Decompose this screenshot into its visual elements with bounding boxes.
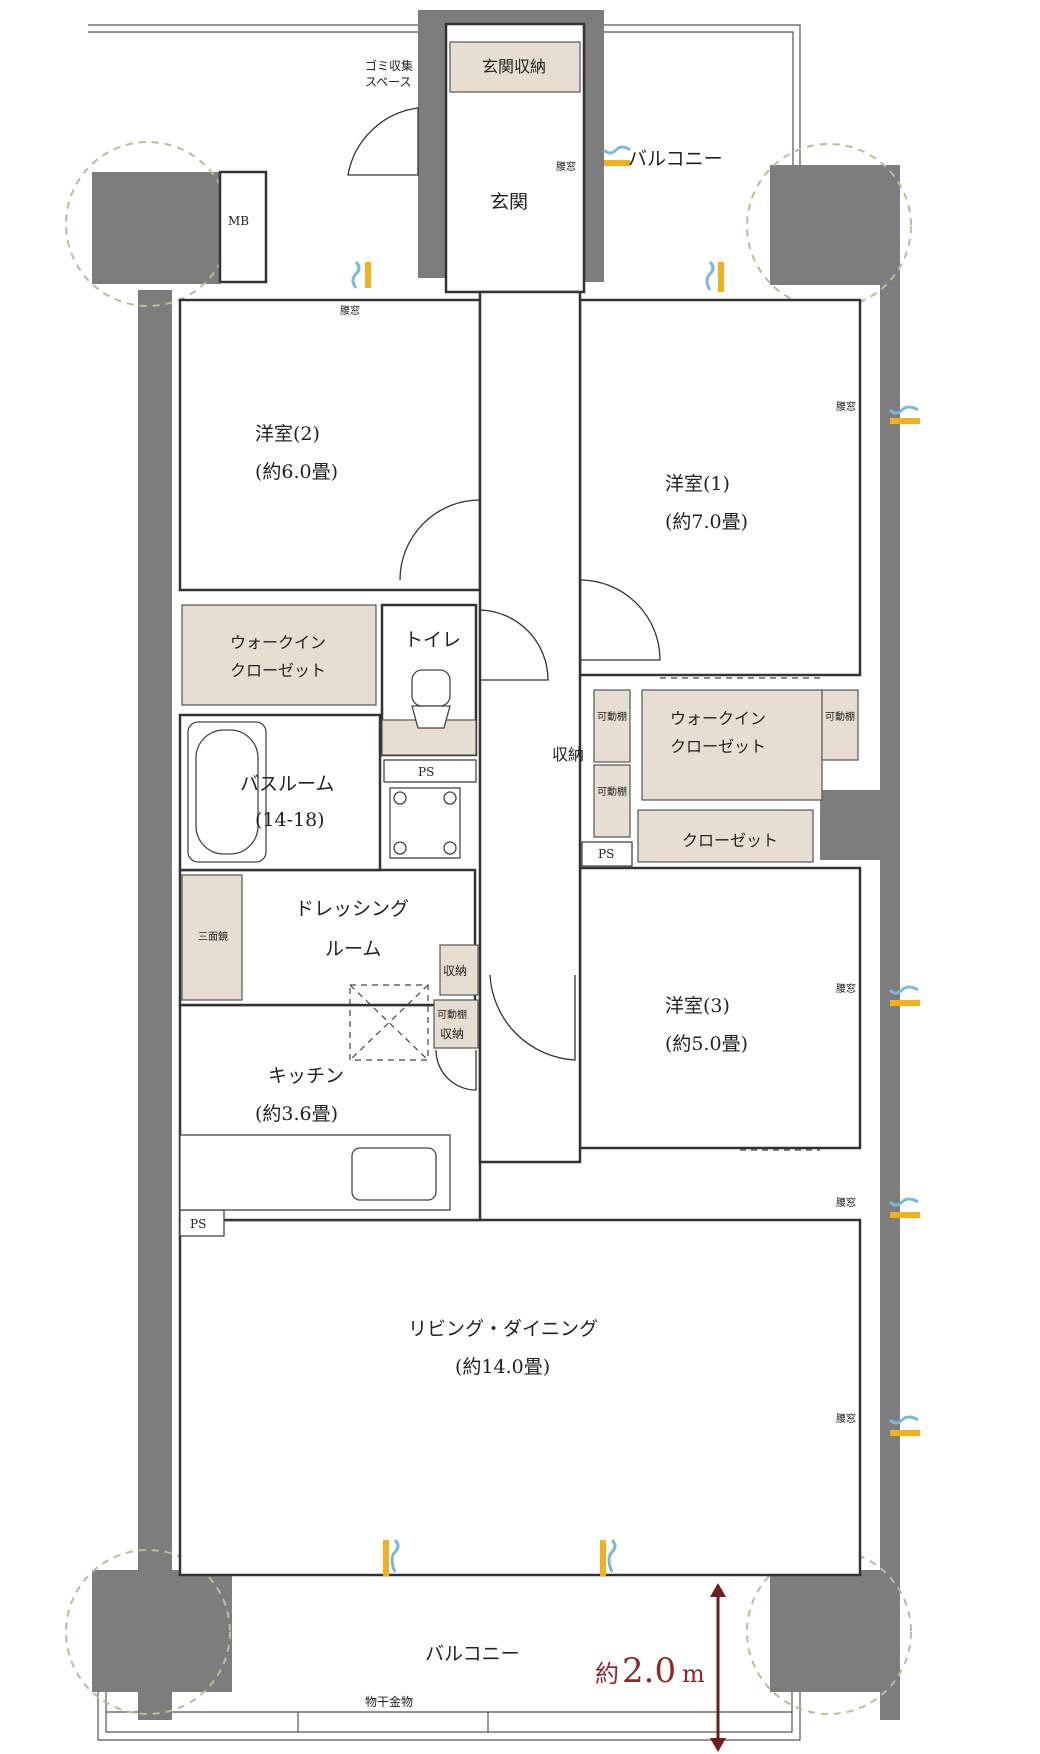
three-mirror-label: 三面鏡	[198, 930, 228, 943]
shelf-movable-left-b: 可動棚	[597, 785, 627, 798]
drying-hardware-label: 物干金物	[365, 1694, 413, 1709]
koshimado-room1: 腰窓	[836, 400, 856, 413]
dressing-line1: ドレッシング	[295, 898, 409, 920]
koshimado-top: 腰窓	[340, 304, 360, 317]
ps-box-toilet	[383, 759, 477, 783]
room-western-2-area	[178, 298, 482, 592]
entrance-storage-label: 玄関収納	[482, 57, 546, 76]
kitchen-name: キッチン	[268, 1065, 344, 1087]
hallway-area	[478, 290, 582, 1164]
vent-marker-top	[351, 260, 371, 289]
room-western-3-size: (約5.0畳)	[665, 1033, 748, 1055]
koshimado-entrance: 腰窓	[556, 160, 576, 173]
living-dining-area	[178, 1218, 862, 1577]
door-entrance[interactable]	[347, 107, 419, 176]
ps-label-closet: PS	[598, 847, 614, 861]
dimension-unit: m	[682, 1660, 705, 1688]
entrance-label: 玄関	[490, 191, 528, 213]
small-storage-label: 収納	[443, 964, 467, 978]
shelf-storage-kitchen	[433, 999, 479, 1049]
storage-vertical-label: 収納	[552, 745, 584, 764]
vent-marker-living-bottom-1	[383, 1538, 400, 1576]
toilet-icon	[411, 669, 451, 729]
room-western-3-name: 洋室(3)	[665, 995, 730, 1017]
shelf-storage-label-2: 収納	[440, 1027, 464, 1041]
three-mirror-vanity	[181, 874, 243, 1001]
mb-area	[218, 170, 268, 284]
washing-machine-icon	[389, 787, 461, 859]
storage-small	[439, 944, 479, 996]
living-dining-size: (約14.0畳)	[455, 1356, 550, 1378]
vent-marker-room3-side	[888, 985, 920, 1006]
bathtub-icon	[187, 721, 267, 863]
koshimado-living-2: 腰窓	[836, 1412, 856, 1425]
closet-label: クローゼット	[682, 831, 778, 850]
door-living[interactable]	[489, 974, 576, 1061]
shelf-left-b	[593, 764, 631, 838]
kitchen-size: (約3.6畳)	[255, 1103, 338, 1125]
walkin-closet-left	[181, 604, 377, 706]
ps-box-closet	[581, 841, 633, 867]
room-western-2-size: (約6.0畳)	[255, 461, 338, 483]
room-western-2-name: 洋室(2)	[255, 423, 320, 445]
room-western-1-area	[578, 298, 862, 677]
balcony-bottom-label: バルコニー	[425, 1643, 520, 1665]
door-western-2[interactable]	[399, 499, 481, 581]
room-western-1-size: (約7.0畳)	[665, 511, 748, 533]
vent-marker-room1-top	[705, 260, 724, 292]
balcony-depth-arrow	[710, 1583, 726, 1752]
balcony-top-label: バルコニー	[628, 148, 723, 170]
vent-marker-entrance	[602, 145, 631, 166]
ps-label-toilet: PS	[418, 765, 434, 779]
dressing-line2: ルーム	[325, 938, 381, 960]
shelf-movable-left-a: 可動棚	[597, 710, 627, 723]
door-storage[interactable]	[435, 1049, 477, 1091]
shelf-storage-label-1: 可動棚	[437, 1008, 467, 1021]
garbage-label-2: スペース	[365, 75, 412, 89]
sink-icon	[351, 1147, 437, 1201]
shelf-right-a	[821, 689, 859, 761]
walkin-closet-right-line1: ウォークイン	[670, 709, 766, 728]
toilet-label: トイレ	[404, 629, 461, 651]
walkin-closet-right-line2: クローゼット	[670, 737, 766, 756]
exterior-walls	[138, 10, 900, 1720]
mb-label: MB	[228, 214, 249, 228]
bathroom-size: (14-18)	[255, 809, 325, 831]
ceiling-mark	[349, 984, 429, 1061]
door-toilet[interactable]	[479, 609, 549, 681]
vent-marker-room1-side	[888, 405, 920, 424]
column-top-left	[65, 141, 231, 307]
vent-marker-living-side-1	[888, 1197, 920, 1218]
column-top-right	[746, 143, 912, 309]
entrance-storage	[449, 41, 581, 93]
koshimado-room3: 腰窓	[836, 982, 856, 995]
garbage-label-1: ゴミ収集	[365, 58, 413, 73]
closet	[637, 809, 814, 863]
koshimado-living-1: 腰窓	[836, 1196, 856, 1209]
walkin-closet-left-line1: ウォークイン	[230, 633, 326, 652]
ps-label-kitchen: PS	[190, 1217, 206, 1231]
shelf-left-a	[593, 689, 631, 763]
vent-marker-living-side-2	[888, 1415, 920, 1436]
living-dining-name: リビング・ダイニング	[408, 1318, 598, 1340]
bathroom-name: バスルーム	[240, 773, 334, 795]
column-bottom-left	[65, 1549, 232, 1715]
balcony-top-outline	[88, 24, 801, 170]
column-bottom-right	[746, 1549, 912, 1715]
walkin-closet-left-line2: クローゼット	[230, 661, 326, 680]
vent-marker-living-bottom-2	[600, 1538, 617, 1576]
room-western-1-name: 洋室(1)	[665, 473, 730, 495]
door-western-1[interactable]	[579, 579, 661, 661]
shelf-movable-right: 可動棚	[825, 710, 855, 723]
dimension-value: 2.0	[622, 1651, 676, 1691]
walkin-closet-right	[641, 689, 823, 801]
dimension-prefix: 約	[595, 1660, 619, 1688]
ceiling-box	[349, 984, 429, 1061]
